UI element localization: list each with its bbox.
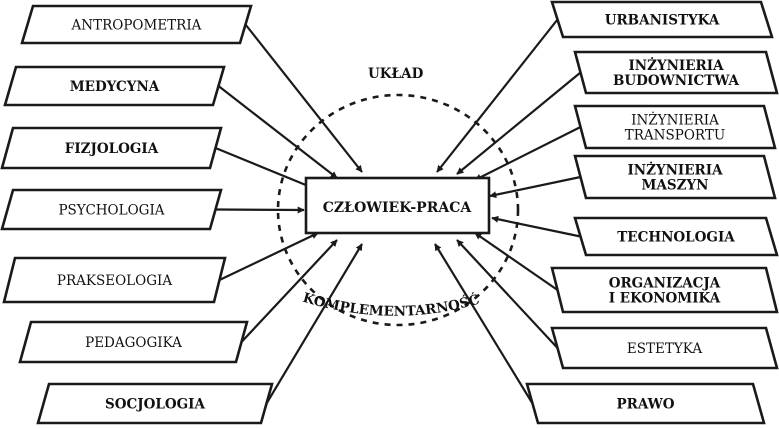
left-box-shape	[0, 188, 223, 231]
right-box-label: TECHNOLOGIA	[617, 230, 735, 246]
left-box-shape	[18, 320, 249, 364]
right-box-label: URBANISTYKA	[605, 13, 720, 29]
left-box-label: PRAKSEOLOGIA	[57, 273, 172, 289]
right-box-shape	[573, 50, 779, 95]
left-box-1: ANTROPOMETRIA	[20, 4, 253, 45]
left-arrow-1	[244, 23, 363, 173]
left-arrow-5	[219, 232, 319, 281]
left-arrow-7	[265, 243, 363, 405]
left-box-7: SOCJOLOGIA	[36, 382, 274, 425]
arrows-layer	[215, 18, 582, 405]
left-boxes-group: ANTROPOMETRIA MEDYCYNA FIZJOLOGIA PSYCHOLOG…	[0, 4, 274, 425]
left-box-label: MEDYCYNA	[70, 79, 160, 95]
left-box-shape	[20, 4, 253, 45]
right-box-label: ORGANIZACJA	[609, 276, 721, 292]
right-box-label: I EKONOMIKA	[609, 291, 721, 307]
top-ring-label: UKŁAD	[368, 66, 424, 82]
left-box-shape	[3, 65, 226, 107]
center-box	[304, 176, 491, 235]
left-arrow-3	[215, 146, 319, 192]
left-box-shape	[36, 382, 274, 425]
left-box-6: PEDAGOGIKA	[18, 320, 249, 364]
right-arrow-5	[491, 215, 581, 238]
left-box-label: ANTROPOMETRIA	[71, 18, 202, 34]
bottom-ring-label: KOMPLEMENTARNOŚĆ	[301, 290, 482, 320]
right-box-shape	[525, 382, 766, 425]
left-box-label: PSYCHOLOGIA	[58, 203, 164, 219]
right-box-shape	[573, 216, 779, 257]
left-box-3: FIZJOLOGIA	[0, 126, 223, 170]
right-box-shape	[550, 0, 774, 39]
right-arrow-3	[474, 126, 581, 181]
right-boxes-group: URBANISTYKAINŻYNIERIABUDOWNICTWAINŻYNIER…	[525, 0, 779, 425]
center-label: CZŁOWIEK-PRACA	[323, 200, 473, 216]
right-box-shape	[573, 104, 777, 150]
right-box-label: BUDOWNICTWA	[613, 73, 740, 89]
right-box-label: INŻYNIERIA	[631, 112, 719, 129]
right-arrow-1	[436, 18, 559, 173]
right-box-7: ESTETYKA	[550, 326, 779, 370]
right-arrow-2	[456, 71, 582, 175]
right-box-5: TECHNOLOGIA	[573, 216, 779, 257]
right-box-shape	[550, 326, 779, 370]
left-arrow-4	[215, 206, 305, 214]
right-box-label: TRANSPORTU	[625, 128, 725, 144]
left-box-2: MEDYCYNA	[3, 65, 226, 107]
left-box-shape	[0, 126, 223, 170]
right-box-label: ESTETYKA	[627, 341, 702, 357]
right-arrow-8	[434, 243, 534, 405]
left-box-label: SOCJOLOGIA	[105, 397, 205, 413]
right-arrow-6	[474, 232, 559, 291]
left-arrow-6	[240, 239, 338, 343]
right-box-8: PRAWO	[525, 382, 766, 425]
left-box-5: PRAKSEOLOGIA	[2, 256, 227, 304]
right-box-shape	[550, 266, 779, 314]
left-box-label: FIZJOLOGIA	[65, 141, 159, 157]
left-arrow-2	[217, 85, 338, 179]
right-arrow-7	[456, 239, 559, 349]
right-box-label: INŻYNIERIA	[628, 58, 724, 74]
right-box-label: MASZYN	[642, 178, 709, 194]
right-arrow-4	[489, 175, 581, 199]
system-ellipse	[276, 93, 520, 327]
right-box-label: PRAWO	[616, 397, 674, 413]
left-box-4: PSYCHOLOGIA	[0, 188, 223, 231]
right-box-shape	[573, 154, 777, 200]
left-box-label: PEDAGOGIKA	[85, 335, 182, 351]
right-box-label: INŻYNIERIA	[627, 163, 723, 179]
left-box-shape	[2, 256, 227, 304]
bottom-ring-label-path: KOMPLEMENTARNOŚĆ	[301, 290, 482, 320]
right-box-1: URBANISTYKA	[550, 0, 774, 39]
